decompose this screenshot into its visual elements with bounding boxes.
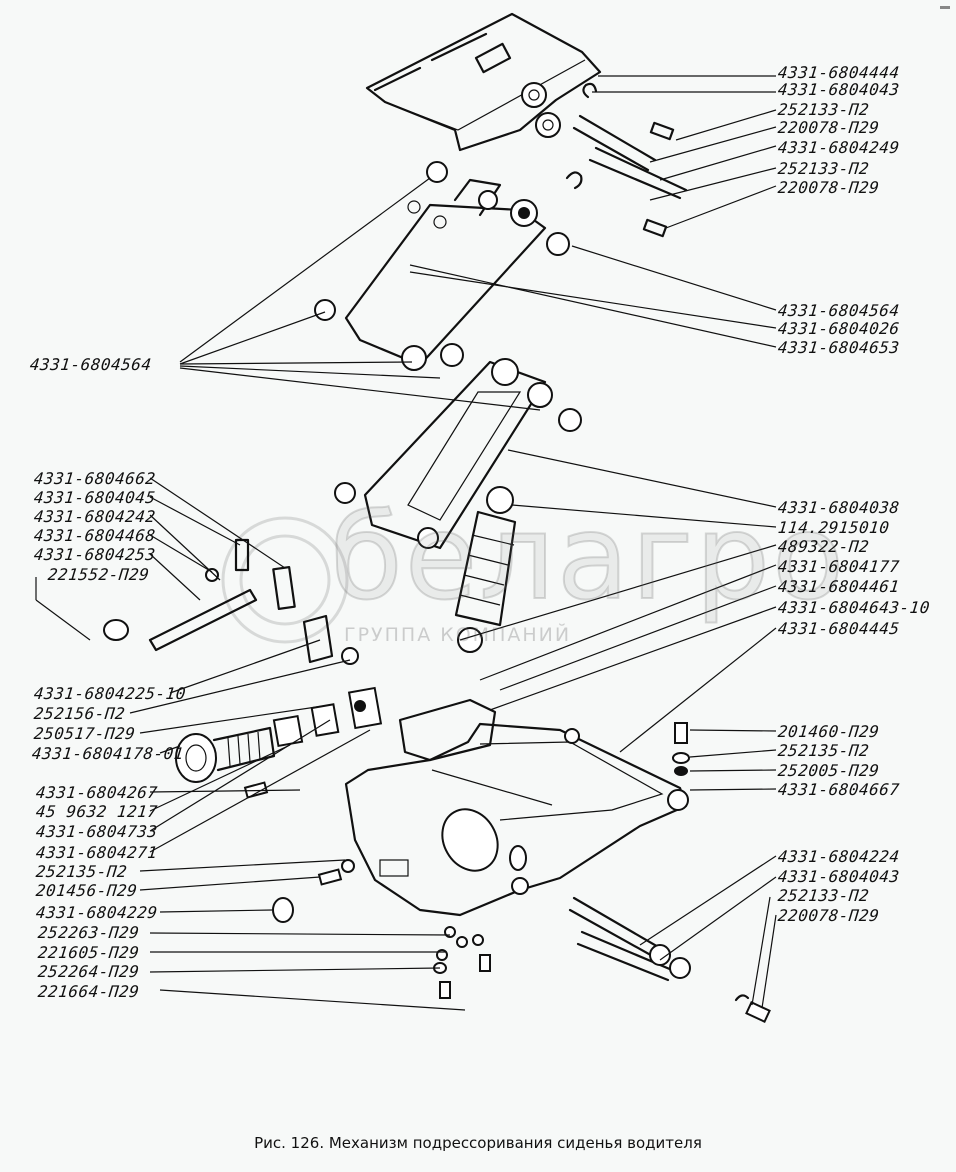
- part-label: 252005-П29: [777, 761, 881, 780]
- part-label: 4331-6804653: [777, 338, 901, 357]
- upper-lever-arm: [314, 161, 570, 371]
- part-label: 4331-6804643-10: [777, 598, 931, 617]
- part-label: 4331-6804026: [777, 319, 901, 338]
- part-label: 489322-П2: [777, 537, 871, 556]
- part-label: 114.2915010: [777, 518, 891, 537]
- axle-pins-bottom: [568, 896, 771, 1023]
- part-label: 4331-6804225-10: [33, 684, 187, 703]
- part-label: 4331-6804253: [33, 545, 157, 564]
- part-label: 4331-6804242: [33, 507, 157, 526]
- latch-assembly: [103, 538, 359, 665]
- part-label: 252133-П2: [777, 159, 871, 178]
- part-label: 252156-П2: [33, 704, 127, 723]
- part-label: 252135-П2: [35, 862, 129, 881]
- lower-lever-arm: [334, 358, 582, 550]
- part-label: 4331-6804444: [777, 63, 901, 82]
- part-label: 252264-П29: [37, 962, 141, 981]
- watermark-logo-icon: [221, 516, 349, 644]
- part-label: 252135-П2: [777, 741, 871, 760]
- part-label: 201456-П29: [35, 881, 139, 900]
- seat-mounting-plate: [365, 12, 602, 152]
- part-label: 220078-П29: [777, 906, 881, 925]
- part-label: 4331-6804468: [33, 526, 157, 545]
- leader-lines: [35, 75, 777, 1011]
- adjustment-knob: [175, 686, 383, 783]
- part-label: 4331-6804043: [777, 867, 901, 886]
- part-label: 221552-П29: [47, 565, 151, 584]
- part-label: 4331-6804271: [35, 843, 159, 862]
- watermark-brand: белагро: [329, 487, 847, 627]
- part-label: 4331-6804177: [777, 557, 901, 576]
- bolt-washer-stack: [672, 722, 690, 776]
- part-label: 4331-6804178-01: [31, 744, 185, 763]
- part-label: 4331-6804564: [29, 355, 153, 374]
- corner-mark: [940, 6, 950, 9]
- part-label: 252263-П29: [37, 923, 141, 942]
- part-label: 4331-6804045: [33, 488, 157, 507]
- part-label: 250517-П29: [33, 724, 137, 743]
- part-label: 4331-6804224: [777, 847, 901, 866]
- shock-absorber: [454, 486, 517, 653]
- part-label: 220078-П29: [777, 178, 881, 197]
- watermark-subtitle: ГРУППА КОМПАНИЙ: [344, 624, 572, 646]
- axle-pins-top: [565, 114, 688, 238]
- part-label: 4331-6804267: [35, 783, 159, 802]
- part-label: 221664-П29: [37, 982, 141, 1001]
- part-label: 4331-6804667: [777, 780, 901, 799]
- part-label: 4331-6804733: [35, 822, 159, 841]
- part-label: 4331-6804038: [777, 498, 901, 517]
- part-label: 221605-П29: [37, 943, 141, 962]
- part-label: 4331-6804249: [777, 138, 901, 157]
- part-label: 252133-П2: [777, 886, 871, 905]
- figure-caption: Рис. 126. Механизм подрессоривания сиден…: [254, 1134, 702, 1152]
- part-label: 4331-6804445: [777, 619, 901, 638]
- part-label: 4331-6804662: [33, 469, 157, 488]
- part-label: 45 9632 1217: [35, 802, 159, 821]
- part-label: 252133-П2: [777, 100, 871, 119]
- part-label: 4331-6804229: [35, 903, 159, 922]
- base-swing-frame: [344, 698, 689, 917]
- part-label: 4331-6804564: [777, 301, 901, 320]
- part-label: 4331-6804461: [777, 577, 901, 596]
- part-label: 4331-6804043: [777, 80, 901, 99]
- part-label: 201460-П29: [777, 722, 881, 741]
- part-label: 220078-П29: [777, 118, 881, 137]
